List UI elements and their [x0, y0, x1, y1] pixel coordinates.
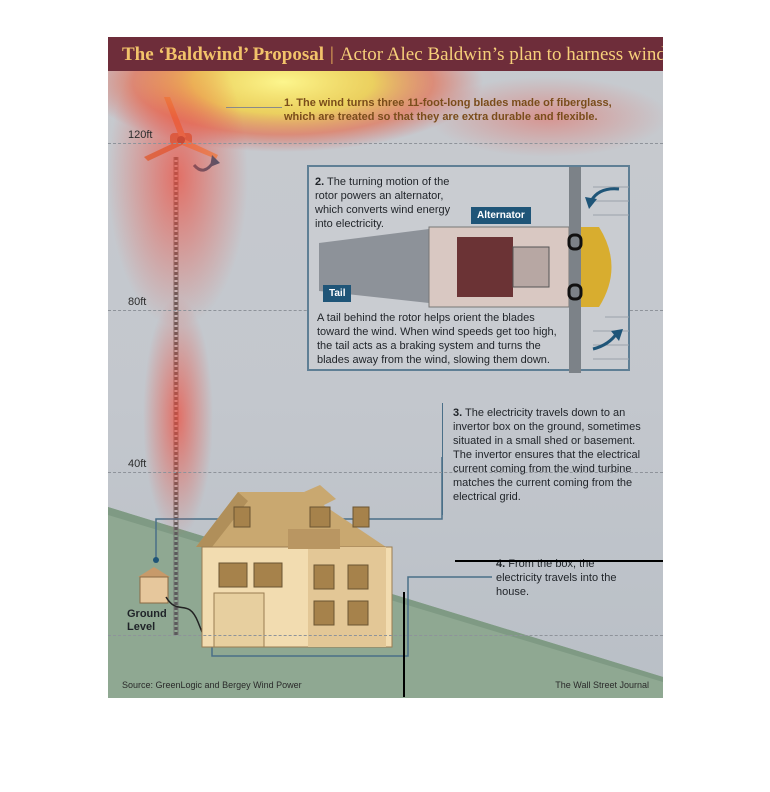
- illustration-layer: [108, 37, 663, 698]
- altitude-line-120: [108, 143, 663, 144]
- rotor-nose: [581, 227, 612, 307]
- alternator-tag: Alternator: [471, 207, 531, 224]
- annotation-line-top: [455, 560, 663, 562]
- altitude-80: 80ft: [128, 296, 147, 308]
- tail-description: A tail behind the rotor helps orient the…: [317, 312, 557, 366]
- tail-shape: [319, 229, 429, 303]
- house-icon: [196, 485, 393, 648]
- title-bar: The ‘Baldwind’ Proposal|Actor Alec Baldw…: [108, 37, 663, 71]
- step-4-note: 4. From the box, the electricity travels…: [496, 557, 636, 599]
- heat-glow-left: [108, 37, 248, 327]
- altitude-line-40: [108, 472, 663, 473]
- step-2-number: 2.: [315, 176, 325, 188]
- publisher-credit: The Wall Street Journal: [555, 680, 649, 690]
- ground-line: [108, 635, 663, 636]
- source-credit: Source: GreenLogic and Bergey Wind Power: [122, 680, 302, 690]
- step-1-text: The wind turns three 11-foot-long blades…: [284, 97, 612, 123]
- blade-hub: [569, 167, 581, 373]
- step-3-note: 3. The electricity travels down to an in…: [453, 406, 653, 504]
- page-title: The ‘Baldwind’ Proposal|Actor Alec Baldw…: [122, 44, 663, 66]
- rotor-inset: 2. The turning motion of the rotor power…: [307, 165, 630, 373]
- annotation-line-vertical: [403, 592, 405, 697]
- step-4-text: From the box, the electricity travels in…: [496, 558, 617, 598]
- step-1-note: 1. The wind turns three 11-foot-long bla…: [284, 96, 624, 124]
- ground-level-label: Ground Level: [127, 608, 167, 633]
- title-separator: |: [330, 44, 334, 65]
- wind-arrow-icon: [593, 186, 629, 360]
- step-3-text: The electricity travels down to an inver…: [453, 407, 641, 503]
- step-2-note: 2. The turning motion of the rotor power…: [315, 175, 465, 231]
- rotor-diagram: [319, 167, 629, 373]
- title-subtitle: Actor Alec Baldwin’s plan to harness win…: [339, 44, 663, 65]
- step-1-number: 1.: [284, 97, 294, 109]
- step-4-number: 4.: [496, 558, 506, 570]
- invertor-box-icon: [138, 567, 170, 604]
- step-3-number: 3.: [453, 407, 463, 419]
- title-main: The ‘Baldwind’ Proposal: [122, 44, 325, 65]
- altitude-40: 40ft: [128, 458, 147, 470]
- altitude-120: 120ft: [128, 129, 153, 141]
- step-2-text: The turning motion of the rotor powers a…: [315, 176, 451, 230]
- infographic-panel: The ‘Baldwind’ Proposal|Actor Alec Baldw…: [108, 37, 663, 698]
- alternator-core: [457, 237, 513, 297]
- tail-tag: Tail: [323, 285, 352, 302]
